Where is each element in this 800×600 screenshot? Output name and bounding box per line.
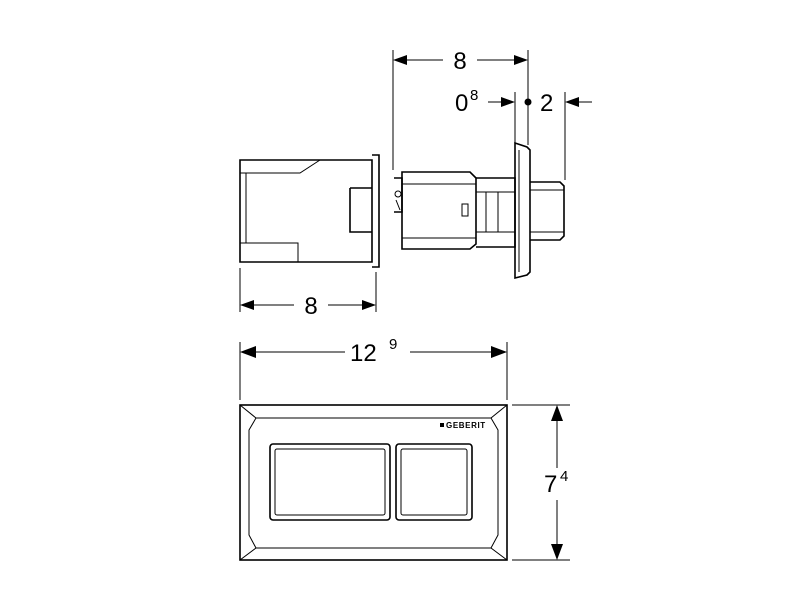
dimension-sleeve-depth: 8 xyxy=(239,268,377,320)
dim-actuator-depth-value: 8 xyxy=(453,48,466,75)
brand-logo: GEBERIT xyxy=(446,421,486,430)
dim-gap-value: 0 xyxy=(455,90,468,117)
dim-plate-height-sup: 4 xyxy=(560,468,568,485)
plate-front-view: GEBERIT xyxy=(239,404,508,561)
sleeve-side-view xyxy=(239,154,380,268)
dim-plate-width-value: 12 xyxy=(350,340,377,367)
dimension-plate-height: 7 4 xyxy=(512,404,570,561)
dim-gap-sup: 8 xyxy=(470,87,478,104)
dim-plate-height-value: 7 xyxy=(544,471,557,498)
actuator-side-view xyxy=(394,141,565,280)
dim-thickness-value: 2 xyxy=(540,90,553,117)
brand-logo-mark xyxy=(440,423,444,427)
dimension-plate-width: 12 9 xyxy=(239,336,508,400)
dim-sleeve-depth-value: 8 xyxy=(304,293,317,320)
dimension-gap-thickness: 0 8 2 xyxy=(455,87,592,180)
dim-plate-width-sup: 9 xyxy=(389,336,397,353)
